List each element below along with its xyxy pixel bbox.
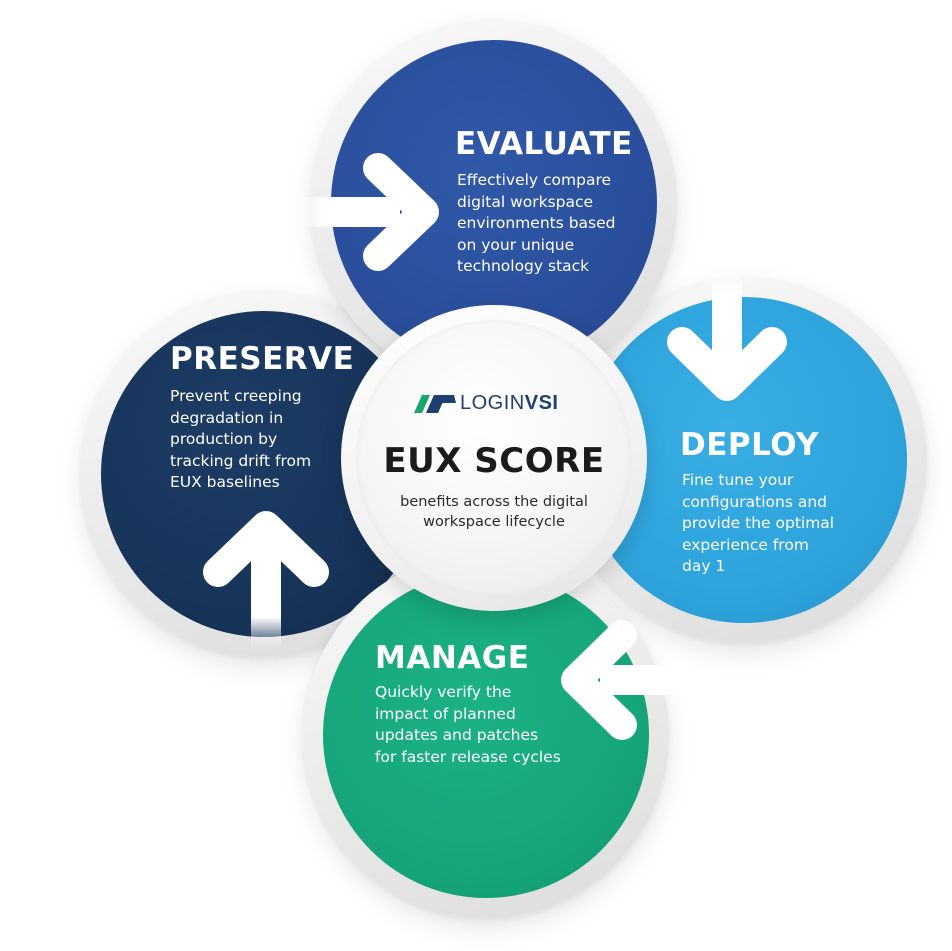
preserve-line: tracking drift from [170,451,312,470]
preserve-line: production by [170,430,278,448]
manage-line: for faster release cycles [375,747,561,766]
deploy-title: DEPLOY [680,427,819,463]
deploy-description: Fine tune your configurations and provid… [682,470,834,578]
arrow-down-icon [667,270,787,401]
manage-line: Quickly verify the [375,683,512,701]
deploy-line: Fine tune your [682,471,794,489]
center-disc: LOGINVSI EUX SCORE benefits across the d… [356,320,632,596]
evaluate-title: EVALUATE [455,126,633,162]
logo-wordmark: LOGINVSI [460,392,559,414]
deploy-line: configurations and [682,492,827,511]
arrow-up-icon [203,511,329,650]
center-subtitle-line: workspace lifecycle [423,514,565,530]
evaluate-line: environments based [457,214,616,232]
manage-disc [323,572,649,898]
manage-line: impact of planned [375,704,516,723]
deploy-line: experience from [682,535,809,554]
evaluate-line: Effectively compare [457,171,612,189]
preserve-title: PRESERVE [170,341,355,377]
center-title: EUX SCORE [383,441,605,481]
arrow-right-icon [300,153,439,271]
preserve-line: degradation in [170,408,284,427]
deploy-line: provide the optimal [682,514,835,532]
preserve-line: EUX baselines [170,473,280,491]
manage-title: MANAGE [375,640,530,676]
center-subtitle: benefits across the digital workspace li… [356,492,632,532]
evaluate-line: digital workspace [457,192,594,211]
center-subtitle-line: benefits across the digital [400,494,588,510]
manage-line: updates and patches [375,726,539,744]
preserve-description: Prevent creeping degradation in producti… [170,386,311,494]
evaluate-description: Effectively compare digital workspace en… [457,170,616,278]
loginvsi-logo-mark-icon [414,394,456,413]
evaluate-line: technology stack [457,257,590,275]
loginvsi-logo: LOGINVSI [414,392,559,415]
evaluate-line: on your unique [457,235,575,254]
arrow-left-icon [561,620,700,740]
deploy-line: day 1 [682,557,726,575]
manage-description: Quickly verify the impact of planned upd… [375,682,561,768]
preserve-line: Prevent creeping [170,387,302,405]
